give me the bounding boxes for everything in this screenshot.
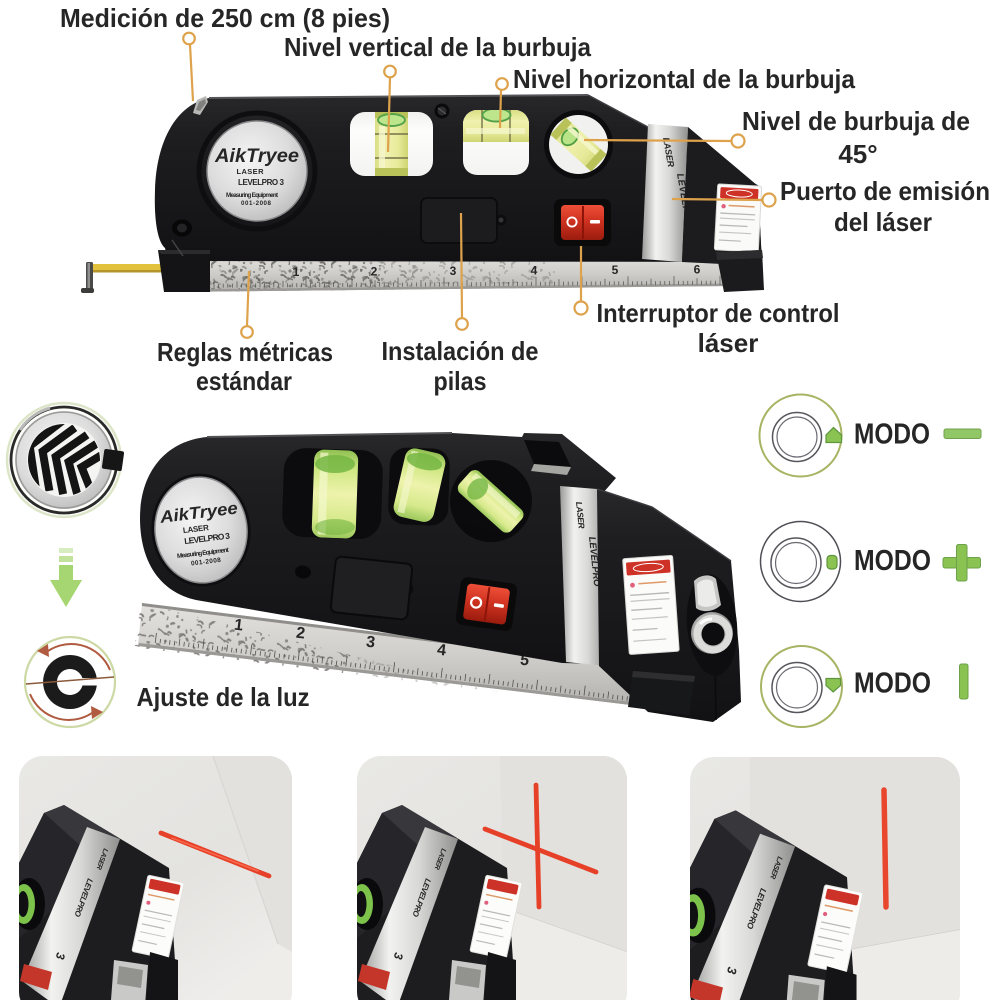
svg-text:1: 1 (293, 265, 300, 279)
svg-text:LASER: LASER (237, 167, 265, 176)
svg-text:MODO: MODO (854, 668, 931, 700)
svg-text:Measuring Equipment: Measuring Equipment (226, 192, 278, 199)
svg-text:pilas: pilas (434, 366, 487, 396)
svg-text:estándar: estándar (196, 366, 292, 396)
svg-text:Medición de 250 cm (8 pies): Medición de 250 cm (8 pies) (60, 3, 390, 33)
svg-text:6: 6 (694, 263, 701, 277)
svg-text:3: 3 (450, 264, 457, 278)
svg-text:4: 4 (531, 264, 538, 278)
svg-text:Interruptor de control: Interruptor de control (597, 298, 840, 328)
svg-text:1: 1 (233, 617, 244, 635)
svg-text:LASER: LASER (182, 523, 209, 535)
svg-text:4: 4 (436, 642, 447, 660)
svg-text:AikTryee: AikTryee (214, 146, 299, 167)
svg-text:001-2008: 001-2008 (241, 200, 272, 207)
svg-text:Instalación de: Instalación de (382, 336, 539, 366)
svg-text:Nivel de burbuja de: Nivel de burbuja de (742, 106, 970, 136)
svg-text:2: 2 (371, 265, 378, 279)
svg-text:5: 5 (612, 263, 619, 277)
svg-text:Nivel horizontal de la burbuja: Nivel horizontal de la burbuja (513, 64, 856, 94)
svg-text:MODO: MODO (854, 419, 930, 451)
svg-text:LEVELPRO 3: LEVELPRO 3 (238, 178, 285, 187)
svg-text:001-2008: 001-2008 (191, 557, 222, 568)
svg-text:láser: láser (698, 328, 759, 358)
svg-text:3: 3 (365, 634, 376, 652)
svg-text:5: 5 (519, 652, 530, 670)
svg-text:45°: 45° (838, 139, 877, 169)
svg-text:Ajuste de la luz: Ajuste de la luz (137, 682, 310, 712)
svg-text:MODO: MODO (854, 545, 931, 577)
svg-text:Nivel vertical de la burbuja: Nivel vertical de la burbuja (284, 32, 591, 62)
svg-text:2: 2 (295, 625, 306, 643)
svg-text:Reglas métricas: Reglas métricas (157, 337, 333, 367)
svg-text:del láser: del láser (834, 207, 932, 237)
svg-text:LASER: LASER (574, 501, 587, 530)
svg-text:Puerto de emisión: Puerto de emisión (780, 176, 990, 206)
